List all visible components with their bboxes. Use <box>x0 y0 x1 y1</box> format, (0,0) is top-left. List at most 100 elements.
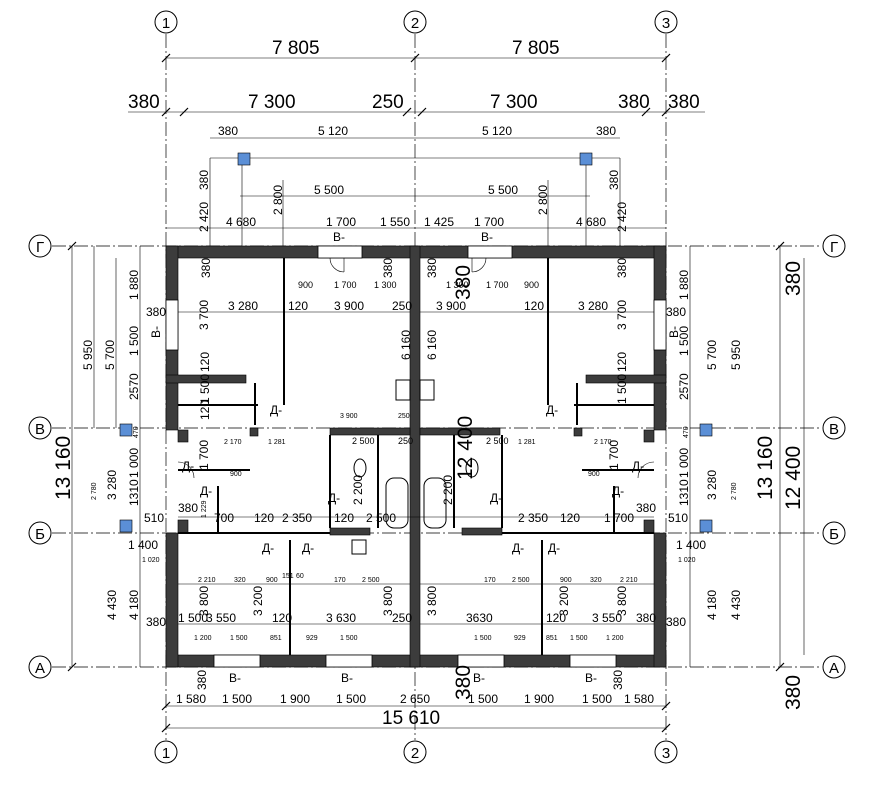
ll-900: 900 <box>266 577 278 584</box>
dim-right-12400: 12 400 <box>782 446 805 510</box>
column-marker-left-b <box>119 519 133 533</box>
dim-left-4180: 4 180 <box>127 590 141 620</box>
ml-1229: 1 229 <box>201 500 208 518</box>
dim-row3-5120-left: 5 120 <box>318 124 348 138</box>
ul-3900: 3 900 <box>334 299 364 313</box>
ll-320: 320 <box>234 577 246 584</box>
ml-250: 250 <box>398 413 410 420</box>
mr-1700: 1 700 <box>607 440 621 470</box>
lr-851: 851 <box>546 635 558 642</box>
dim-right-4430: 4 430 <box>729 590 743 620</box>
axis-label-v-left: В <box>35 421 45 438</box>
ml-2350: 2 350 <box>282 511 312 525</box>
fixture-toilet-left <box>353 458 367 478</box>
lr-1500: 1 500 <box>474 635 492 642</box>
dim-left-1500: 1 500 <box>127 326 141 356</box>
ll-3200: 3 200 <box>251 586 265 616</box>
dim-right-470: 470 <box>683 426 690 438</box>
dim-row5-1425: 1 425 <box>424 215 454 229</box>
dim-right-2780: 2 780 <box>731 482 738 500</box>
dim-right-5950: 5 950 <box>729 340 743 370</box>
mr-2170: 2 170 <box>594 439 612 446</box>
ml-2500b: 2 500 <box>366 511 396 525</box>
left-dimensions: 13 160 5 950 5 700 1 880 1 500 2570 470 … <box>52 241 166 672</box>
fixture-toilet-right <box>465 458 479 478</box>
dim-vert-380-left: 380 <box>197 170 211 190</box>
dim-right-510: 510 <box>668 511 688 525</box>
ur-380a: 380 <box>425 258 439 278</box>
ml-120b: 120 <box>334 511 354 525</box>
door-tag-r3: Д- <box>548 541 560 555</box>
dim-row3-380-left: 380 <box>218 124 238 138</box>
window-tag-left: В- <box>149 326 163 338</box>
dim-right-4180: 4 180 <box>705 590 719 620</box>
dim-right-total: 13 160 <box>754 436 777 500</box>
ll-1500: 1 500 <box>230 635 248 642</box>
dim-bot-380-a: 380 <box>195 670 209 690</box>
exterior-walls <box>165 245 667 668</box>
mr-120: 120 <box>560 511 580 525</box>
dim-left-1880: 1 880 <box>127 270 141 300</box>
lr-1500b: 1 500 <box>570 635 588 642</box>
dim-bot-1500-a: 1 500 <box>222 692 252 706</box>
dim-vert-2800-right: 2 800 <box>536 185 550 215</box>
ul-3280: 3 280 <box>228 299 258 313</box>
axis-label-g-right: Г <box>830 239 838 256</box>
lr-900: 900 <box>560 577 572 584</box>
axis-label-b-left: Б <box>35 526 45 543</box>
door-tag-l4: Д- <box>302 541 314 555</box>
dim-top-7805-left: 7 805 <box>272 38 320 59</box>
lr-1200: 1 200 <box>606 635 624 642</box>
dim-right-5700: 5 700 <box>705 340 719 370</box>
dim-380-center-top: 380 <box>452 265 475 300</box>
ll-3800a: 3 800 <box>197 586 211 616</box>
door-tag-r4: Д- <box>512 541 524 555</box>
axis-label-2-top: 2 <box>411 15 419 32</box>
ur-1700: 1 700 <box>486 280 509 290</box>
door-tag-l2: Д- <box>200 484 212 498</box>
door-tag-l3: Д- <box>262 541 274 555</box>
lr-170: 170 <box>484 577 496 584</box>
dim-left-380-a: 380 <box>146 305 166 319</box>
lr-3800b: 3 800 <box>615 586 629 616</box>
ul-6160: 6 160 <box>399 330 413 360</box>
lr-2500: 2 500 <box>512 577 530 584</box>
ur-1300: 1 300 <box>446 280 469 290</box>
dim-bot-1900-a: 1 900 <box>280 692 310 706</box>
dim-left-1400: 1 400 <box>128 538 158 552</box>
dim-bot-1580-right: 1 580 <box>624 692 654 706</box>
axis-label-3-bottom: 3 <box>662 745 670 762</box>
lr-2210: 2 210 <box>620 577 638 584</box>
ul-3700: 3 700 <box>197 300 211 330</box>
dim-row3-5120-right: 5 120 <box>482 124 512 138</box>
dim-left-total: 13 160 <box>52 436 75 500</box>
dim-left-2570: 2570 <box>127 373 141 400</box>
dim-left-380-b: 380 <box>146 615 166 629</box>
column-marker-top-left <box>237 152 251 166</box>
dim-bot-1580-left: 1 580 <box>176 692 206 706</box>
dim-right-380-bottom: 380 <box>782 675 805 710</box>
ml-120: 120 <box>254 511 274 525</box>
axis-bubbles: 1 2 3 1 2 3 Г В Б А Г В Б А <box>28 10 846 764</box>
ur-3700: 3 700 <box>615 300 629 330</box>
ur-6160: 6 160 <box>425 330 439 360</box>
axis-label-3-top: 3 <box>662 15 670 32</box>
ml-2500: 2 500 <box>352 436 375 446</box>
dim-top-7300-right: 7 300 <box>490 92 538 113</box>
dim-row4-5500-right: 5 500 <box>488 183 518 197</box>
middle-inner-dims: 3 900 250 2 500 250 2 500 1 281 1 281 2 … <box>178 413 656 525</box>
dim-left-5700: 5 700 <box>103 340 117 370</box>
window-tag-bottom-4: В- <box>585 671 597 685</box>
ll-1500b: 1 500 <box>340 635 358 642</box>
top-dimensions: 7 805 7 805 380 7 300 250 7 300 380 380 … <box>128 38 705 246</box>
dim-left-4430: 4 430 <box>105 590 119 620</box>
dim-bot-total: 15 610 <box>382 708 440 729</box>
lr-3630: 3630 <box>466 611 493 625</box>
mr-2200: 2 200 <box>441 475 455 505</box>
ll-170: 170 <box>334 577 346 584</box>
column-marker-top-right <box>579 152 593 166</box>
lr-380: 380 <box>636 611 656 625</box>
dim-row5-4680-right: 4 680 <box>576 215 606 229</box>
ml-1281: 1 281 <box>268 439 286 446</box>
